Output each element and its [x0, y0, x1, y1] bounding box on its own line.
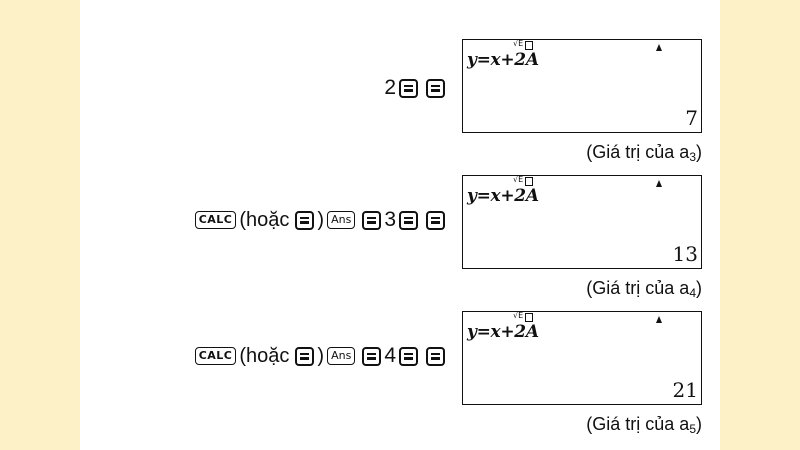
- value-caption: (Giá trị của a3): [586, 142, 702, 164]
- display-indicators: √E: [513, 39, 534, 50]
- key-sequence: 2: [381, 76, 445, 100]
- calc-key: CALC: [194, 347, 237, 365]
- display-result: 21: [672, 378, 698, 402]
- number-key-label: 2: [384, 76, 396, 99]
- equals-key-icon: [362, 210, 382, 230]
- key-sequence: CALC (hoặc ) Ans 4: [192, 344, 445, 368]
- math-mode-indicator: √E: [513, 175, 524, 184]
- caption-subscript: 5: [689, 422, 696, 436]
- caption-subscript: 3: [689, 150, 696, 164]
- math-mode-indicator: √E: [513, 39, 524, 48]
- display-result: 13: [672, 242, 698, 266]
- display-expression: y=x+2A: [467, 322, 539, 342]
- box-indicator-icon: [525, 41, 534, 50]
- equals-key-icon: [399, 78, 418, 98]
- equals-key-icon: [399, 346, 418, 366]
- or-text: (hoặc: [239, 208, 290, 231]
- step-row-a3: 2 √E y=x+2A 7 (Giá trị của a3): [80, 0, 720, 164]
- close-paren: ): [317, 344, 325, 367]
- close-paren: ): [317, 208, 325, 231]
- scroll-up-icon: [656, 180, 662, 187]
- or-text: (hoặc: [239, 344, 290, 367]
- scroll-up-icon: [656, 316, 662, 323]
- number-key-label: 4: [384, 344, 396, 367]
- caption-close: ): [696, 142, 702, 162]
- math-mode-indicator: √E: [513, 311, 524, 320]
- equals-key-icon: [362, 346, 382, 366]
- equals-key-icon: [295, 346, 315, 366]
- step-row-a4: CALC (hoặc ) Ans 3 √E y=x+2A 13 (Giá trị…: [80, 0, 720, 300]
- caption-close: ): [696, 414, 702, 434]
- equals-key-icon: [426, 346, 445, 366]
- equals-key-icon: [426, 210, 445, 230]
- value-caption: (Giá trị của a4): [586, 278, 702, 300]
- caption-subscript: 4: [689, 286, 696, 300]
- key-sequence: CALC (hoặc ) Ans 3: [192, 208, 445, 232]
- display-expression: y=x+2A: [467, 50, 539, 70]
- calculator-display: √E y=x+2A 13: [462, 175, 702, 269]
- caption-text: (Giá trị của a: [586, 278, 690, 298]
- ans-key: Ans: [327, 347, 356, 365]
- equals-key-icon: [399, 210, 418, 230]
- caption-close: ): [696, 278, 702, 298]
- box-indicator-icon: [525, 313, 534, 322]
- step-row-a5: CALC (hoặc ) Ans 4 √E y=x+2A 21 (Giá trị…: [80, 0, 720, 436]
- display-indicators: √E: [513, 175, 534, 186]
- scroll-up-icon: [656, 44, 662, 51]
- number-key-label: 3: [384, 208, 396, 231]
- ans-key: Ans: [327, 211, 356, 229]
- box-indicator-icon: [525, 177, 534, 186]
- display-result: 7: [685, 106, 698, 130]
- display-indicators: √E: [513, 311, 534, 322]
- equals-key-icon: [295, 210, 315, 230]
- display-expression: y=x+2A: [467, 186, 539, 206]
- calculator-display: √E y=x+2A 7: [462, 39, 702, 133]
- caption-text: (Giá trị của a: [586, 142, 690, 162]
- calculator-display: √E y=x+2A 21: [462, 311, 702, 405]
- value-caption: (Giá trị của a5): [586, 414, 702, 436]
- content-panel: 2 √E y=x+2A 7 (Giá trị của a3) CALC (hoặ…: [80, 0, 720, 450]
- caption-text: (Giá trị của a: [586, 414, 690, 434]
- equals-key-icon: [426, 78, 445, 98]
- calc-key: CALC: [194, 211, 237, 229]
